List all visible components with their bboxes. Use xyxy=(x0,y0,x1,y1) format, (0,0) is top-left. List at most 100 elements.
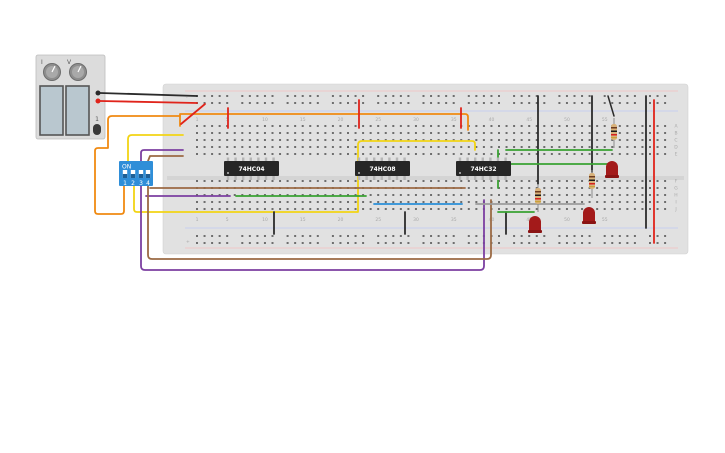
breadboard-hole[interactable] xyxy=(354,201,357,203)
breadboard-hole[interactable] xyxy=(414,146,417,148)
breadboard-hole[interactable] xyxy=(618,125,621,127)
breadboard-hole[interactable] xyxy=(392,132,395,134)
breadboard-hole[interactable] xyxy=(241,180,244,182)
breadboard-hole[interactable] xyxy=(543,146,546,148)
breadboard-hole[interactable] xyxy=(347,153,349,155)
breadboard-hole[interactable] xyxy=(528,180,531,182)
breadboard-hole[interactable] xyxy=(347,146,349,148)
breadboard-hole[interactable] xyxy=(445,242,448,244)
breadboard-hole[interactable] xyxy=(596,180,599,182)
breadboard-hole[interactable] xyxy=(581,201,584,203)
breadboard-hole[interactable] xyxy=(339,235,342,237)
breadboard-hole[interactable] xyxy=(596,201,599,203)
breadboard-hole[interactable] xyxy=(482,139,485,141)
breadboard-hole[interactable] xyxy=(271,153,274,155)
breadboard-hole[interactable] xyxy=(256,194,259,196)
breadboard-hole[interactable] xyxy=(513,187,516,189)
breadboard-hole[interactable] xyxy=(271,139,274,141)
breadboard-hole[interactable] xyxy=(218,125,221,127)
breadboard-hole[interactable] xyxy=(301,180,304,182)
breadboard-hole[interactable] xyxy=(354,208,357,210)
breadboard-hole[interactable] xyxy=(263,242,266,244)
breadboard-hole[interactable] xyxy=(369,125,372,127)
breadboard-hole[interactable] xyxy=(490,180,493,182)
breadboard-hole[interactable] xyxy=(399,125,402,127)
breadboard-hole[interactable] xyxy=(581,208,584,210)
breadboard-hole[interactable] xyxy=(331,242,334,244)
breadboard-hole[interactable] xyxy=(550,146,553,148)
breadboard-hole[interactable] xyxy=(263,153,266,155)
breadboard-hole[interactable] xyxy=(354,194,357,196)
breadboard-hole[interactable] xyxy=(399,146,402,148)
breadboard-hole[interactable] xyxy=(339,153,342,155)
breadboard-hole[interactable] xyxy=(309,242,312,244)
breadboard-hole[interactable] xyxy=(611,95,614,97)
breadboard-hole[interactable] xyxy=(535,187,538,189)
breadboard-hole[interactable] xyxy=(437,146,440,148)
breadboard-hole[interactable] xyxy=(573,125,576,127)
breadboard-hole[interactable] xyxy=(618,235,621,237)
breadboard-hole[interactable] xyxy=(626,153,629,155)
breadboard-hole[interactable] xyxy=(241,95,244,97)
breadboard-hole[interactable] xyxy=(656,125,659,127)
breadboard-hole[interactable] xyxy=(596,208,599,210)
breadboard-hole[interactable] xyxy=(543,180,546,182)
breadboard-hole[interactable] xyxy=(248,194,251,196)
breadboard-hole[interactable] xyxy=(286,146,289,148)
breadboard-hole[interactable] xyxy=(596,194,599,196)
breadboard-hole[interactable] xyxy=(226,208,229,210)
breadboard-hole[interactable] xyxy=(649,194,651,196)
breadboard-hole[interactable] xyxy=(565,194,568,196)
breadboard-hole[interactable] xyxy=(218,201,221,203)
breadboard-hole[interactable] xyxy=(324,194,327,196)
breadboard-hole[interactable] xyxy=(528,187,531,189)
breadboard-hole[interactable] xyxy=(339,102,342,104)
breadboard-hole[interactable] xyxy=(467,139,470,141)
breadboard-hole[interactable] xyxy=(543,194,546,196)
breadboard-hole[interactable] xyxy=(241,242,244,244)
breadboard-hole[interactable] xyxy=(664,242,667,244)
breadboard-hole[interactable] xyxy=(618,187,621,189)
breadboard-hole[interactable] xyxy=(203,146,206,148)
breadboard-hole[interactable] xyxy=(316,180,319,182)
breadboard-hole[interactable] xyxy=(203,132,206,134)
breadboard-hole[interactable] xyxy=(611,201,614,203)
breadboard-hole[interactable] xyxy=(354,242,357,244)
breadboard-hole[interactable] xyxy=(581,194,584,196)
red-diagonal-jumper[interactable] xyxy=(180,103,206,125)
breadboard-hole[interactable] xyxy=(618,153,621,155)
black-wire-led3[interactable] xyxy=(607,95,615,117)
breadboard-hole[interactable] xyxy=(354,146,357,148)
breadboard-hole[interactable] xyxy=(520,187,523,189)
breadboard-hole[interactable] xyxy=(603,139,606,141)
breadboard-hole[interactable] xyxy=(452,180,455,182)
breadboard-hole[interactable] xyxy=(248,208,251,210)
breadboard-hole[interactable] xyxy=(543,187,546,189)
breadboard-hole[interactable] xyxy=(543,139,546,141)
breadboard-hole[interactable] xyxy=(407,242,410,244)
led-2[interactable] xyxy=(582,207,596,224)
breadboard-hole[interactable] xyxy=(241,208,244,210)
breadboard-hole[interactable] xyxy=(581,242,584,244)
breadboard-hole[interactable] xyxy=(565,146,568,148)
resistor-2[interactable] xyxy=(589,170,595,198)
breadboard-hole[interactable] xyxy=(603,180,606,182)
breadboard-hole[interactable] xyxy=(649,235,651,237)
breadboard-hole[interactable] xyxy=(664,95,667,97)
breadboard-hole[interactable] xyxy=(354,132,357,134)
breadboard-hole[interactable] xyxy=(633,208,636,210)
breadboard-hole[interactable] xyxy=(513,201,516,203)
breadboard-hole[interactable] xyxy=(573,95,576,97)
breadboard-hole[interactable] xyxy=(475,146,478,148)
breadboard-hole[interactable] xyxy=(633,132,636,134)
breadboard-hole[interactable] xyxy=(248,139,251,141)
breadboard-hole[interactable] xyxy=(218,153,221,155)
breadboard-hole[interactable] xyxy=(513,153,516,155)
breadboard-hole[interactable] xyxy=(513,125,516,127)
breadboard-hole[interactable] xyxy=(558,208,561,210)
breadboard-hole[interactable] xyxy=(414,125,417,127)
breadboard-hole[interactable] xyxy=(445,95,448,97)
breadboard-hole[interactable] xyxy=(377,132,380,134)
breadboard-hole[interactable] xyxy=(422,242,425,244)
breadboard-hole[interactable] xyxy=(490,153,493,155)
